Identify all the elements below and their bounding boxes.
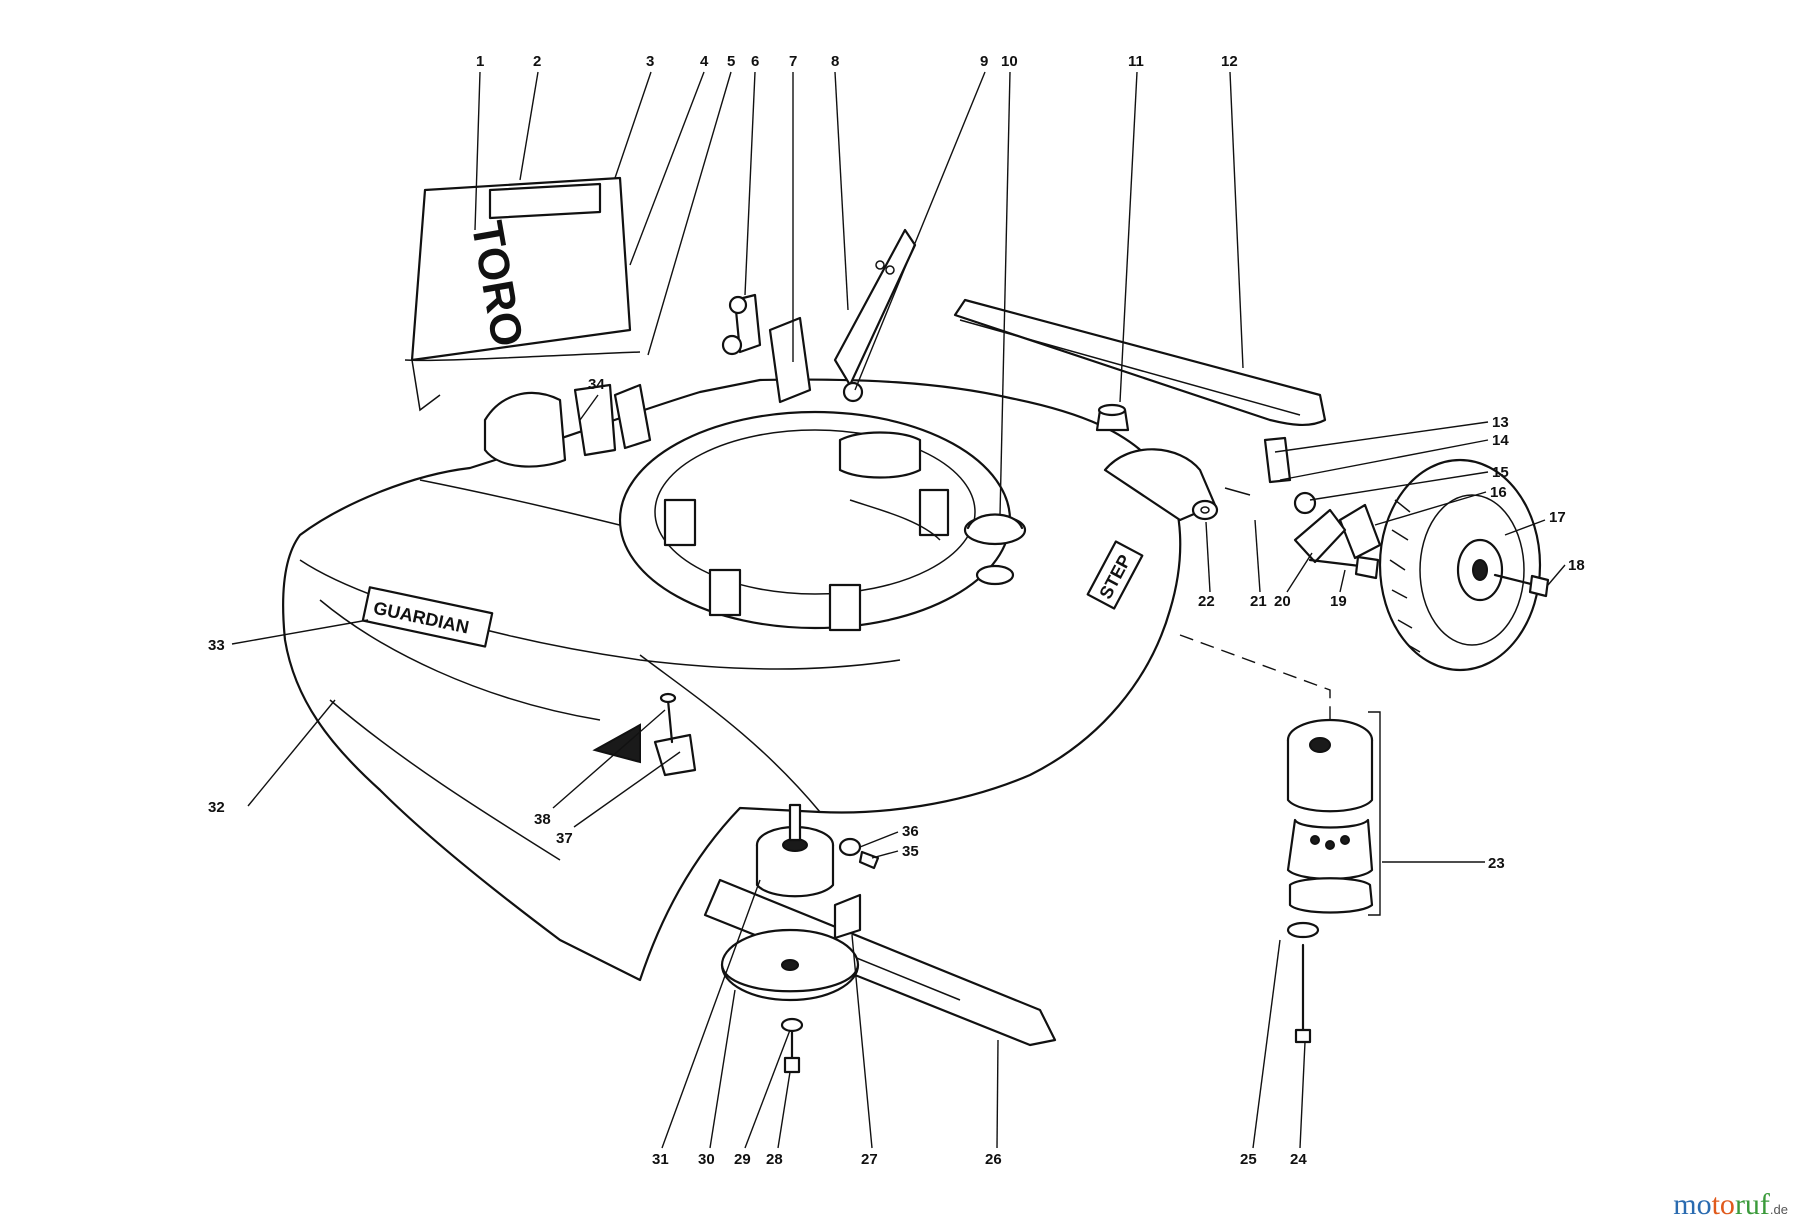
label-19: 19 (1330, 593, 1347, 610)
blade-cup (720, 928, 860, 1002)
label-8: 8 (831, 53, 839, 70)
label-26: 26 (985, 1151, 1002, 1168)
label-28: 28 (766, 1151, 783, 1168)
label-6: 6 (751, 53, 759, 70)
mower-blade (703, 878, 1057, 1047)
handle-bracket-plate (833, 228, 917, 403)
group-bracket-23 (1368, 711, 1381, 916)
adjuster-plate (1293, 508, 1347, 564)
rear-baffle (953, 298, 1327, 426)
label-18: 18 (1568, 557, 1585, 574)
grass-deflector: TORO (410, 176, 632, 412)
label-22: 22 (1198, 593, 1215, 610)
label-12: 12 (1221, 53, 1238, 70)
washer-22 (1191, 499, 1219, 521)
blade-bolt (780, 1017, 804, 1074)
handle-bracket-left (721, 293, 812, 404)
blade-adapter (755, 803, 835, 898)
long-bolt (1286, 921, 1320, 1044)
label-1: 1 (476, 53, 484, 70)
watermark-part1: mo (1673, 1188, 1712, 1221)
label-35: 35 (902, 843, 919, 860)
label-17: 17 (1549, 509, 1566, 526)
label-23: 23 (1488, 855, 1505, 872)
watermark-part3: ruf (1734, 1188, 1770, 1221)
label-10: 10 (1001, 53, 1018, 70)
label-7: 7 (789, 53, 797, 70)
label-20: 20 (1274, 593, 1291, 610)
wheel-bolt (1493, 573, 1550, 598)
label-33: 33 (208, 637, 225, 654)
label-25: 25 (1240, 1151, 1257, 1168)
label-9: 9 (980, 53, 988, 70)
label-11: 11 (1128, 53, 1144, 70)
discharge-chute (483, 383, 652, 468)
assembly-center-line (1179, 634, 1331, 720)
label-16: 16 (1490, 484, 1507, 501)
label-4: 4 (700, 53, 709, 70)
deck-top-ring (618, 410, 1012, 632)
label-30: 30 (698, 1151, 715, 1168)
label-36: 36 (902, 823, 919, 840)
wheel (1378, 458, 1542, 672)
label-24: 24 (1290, 1151, 1307, 1168)
label-32: 32 (208, 799, 225, 816)
warning-triangle-decal (592, 723, 641, 764)
height-adjust-knob (1095, 403, 1130, 432)
label-13: 13 (1492, 414, 1509, 431)
watermark-logo: motoruf.de (1673, 1188, 1788, 1222)
engine-adapter-stack (1286, 718, 1374, 914)
guardian-decal: GUARDIAN (361, 586, 494, 648)
nut-spacer (1293, 491, 1382, 560)
label-15: 15 (1492, 464, 1509, 481)
screw-35-36 (838, 837, 880, 870)
watermark-suffix: .de (1769, 1202, 1788, 1217)
label-5: 5 (727, 53, 735, 70)
oil-filler-cap (963, 513, 1027, 586)
label-27: 27 (861, 1151, 878, 1168)
label-3: 3 (646, 53, 654, 70)
leader-lines (231, 71, 1566, 1149)
label-34: 34 (588, 376, 605, 393)
label-37: 37 (556, 830, 573, 847)
label-21: 21 (1250, 593, 1267, 610)
label-31: 31 (652, 1151, 669, 1168)
watermark-part2: to (1711, 1188, 1735, 1221)
label-14: 14 (1492, 432, 1509, 449)
label-29: 29 (734, 1151, 751, 1168)
hinge-rod (404, 351, 641, 362)
axle-bolt-19 (1308, 555, 1380, 580)
label-2: 2 (533, 53, 541, 70)
label-38: 38 (534, 811, 551, 828)
part-number-labels: 1 2 3 4 5 6 7 8 9 10 11 12 13 14 15 16 1… (208, 53, 1585, 1168)
